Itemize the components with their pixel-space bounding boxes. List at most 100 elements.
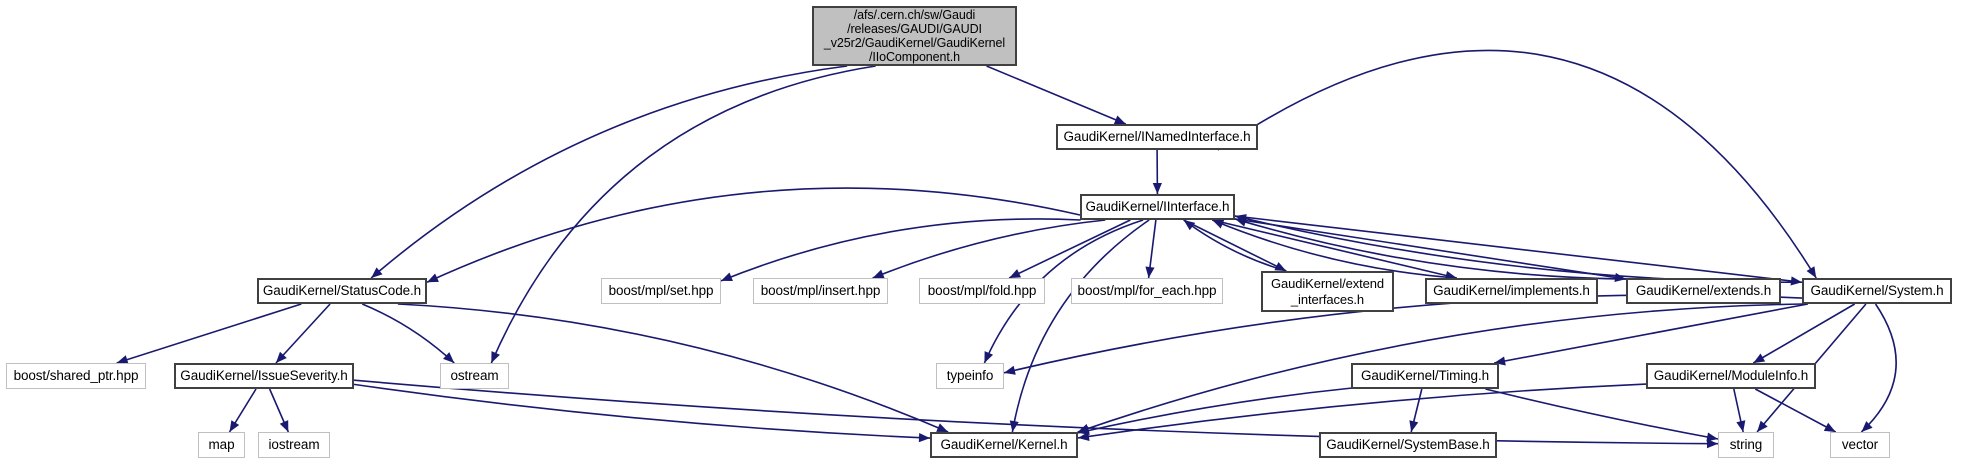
edge-arrowhead <box>371 267 383 278</box>
graph-edge-extendinterfaces-to-iinterface <box>1183 219 1287 272</box>
graph-node-label: GaudiKernel/System.h <box>1810 283 1944 299</box>
graph-node-systembase[interactable]: GaudiKernel/SystemBase.h <box>1319 432 1497 458</box>
graph-edge-statuscode-to-issueseverity <box>275 303 331 364</box>
edge-arrowhead <box>275 351 287 363</box>
edge-arrowhead <box>1823 422 1836 432</box>
graph-edge-system-to-kernel <box>1077 303 1804 433</box>
graph-node-label: GaudiKernel/extends.h <box>1635 283 1772 299</box>
edge-arrowhead <box>1113 115 1126 125</box>
edge-arrowhead <box>936 423 949 432</box>
graph-node-label: boost/mpl/fold.hpp <box>927 283 1037 299</box>
edge-arrowhead <box>116 355 129 365</box>
graph-edge-root-to-statuscode <box>370 65 848 279</box>
graph-node-label: GaudiKernel/INamedInterface.h <box>1063 129 1251 145</box>
graph-edge-moduleinfo-to-vector <box>1754 388 1837 433</box>
graph-node-extends[interactable]: GaudiKernel/extends.h <box>1626 278 1781 304</box>
edge-arrowhead <box>1614 272 1626 282</box>
edge-arrowhead <box>1706 439 1718 449</box>
edge-arrowhead <box>1706 432 1718 442</box>
edge-arrowhead <box>1009 420 1019 432</box>
graph-node-issueseverity[interactable]: GaudiKernel/IssueSeverity.h <box>174 363 354 389</box>
graph-node-label: map <box>208 437 235 453</box>
edge-arrowhead <box>1004 365 1016 375</box>
graph-node-label: typeinfo <box>946 368 994 384</box>
graph-node-iostream[interactable]: iostream <box>258 432 330 458</box>
graph-edge-issueseverity-to-kernel <box>353 383 931 439</box>
graph-node-ostream[interactable]: ostream <box>440 363 509 389</box>
graph-edge-statuscode-to-kernel <box>397 303 949 433</box>
graph-edge-system-to-moduleinfo <box>1752 303 1856 364</box>
graph-node-label: /afs/.cern.ch/sw/Gaudi /releases/GAUDI/G… <box>823 8 1006 64</box>
graph-edge-system-to-timing <box>1493 303 1809 364</box>
graph-node-moduleinfo[interactable]: GaudiKernel/ModuleInfo.h <box>1646 363 1816 389</box>
edge-group <box>116 49 1897 449</box>
graph-node-inamedinterface[interactable]: GaudiKernel/INamedInterface.h <box>1056 124 1258 150</box>
graph-node-label: iostream <box>268 437 320 453</box>
graph-node-label: GaudiKernel/implements.h <box>1433 283 1590 299</box>
edge-arrowhead <box>279 420 289 432</box>
graph-node-label: boost/mpl/set.hpp <box>608 283 714 299</box>
graph-node-iinterface[interactable]: GaudiKernel/IInterface.h <box>1080 194 1235 220</box>
edge-arrowhead <box>1009 269 1022 278</box>
edge-arrowhead <box>443 352 455 363</box>
graph-node-label: GaudiKernel/SystemBase.h <box>1326 437 1490 453</box>
graph-node-sharedptr[interactable]: boost/shared_ptr.hpp <box>6 363 146 389</box>
graph-node-vector[interactable]: vector <box>1830 432 1890 458</box>
graph-edge-iinterface-to-mplinsert <box>872 219 1106 279</box>
graph-node-mplforeach[interactable]: boost/mpl/for_each.hpp <box>1071 278 1223 304</box>
graph-node-system[interactable]: GaudiKernel/System.h <box>1802 278 1952 304</box>
graph-edge-inamedinterface-to-system <box>1217 49 1817 279</box>
graph-node-typeinfo[interactable]: typeinfo <box>936 363 1004 389</box>
edge-arrowhead <box>427 273 439 283</box>
edge-arrowhead <box>1145 266 1155 278</box>
graph-edge-root-to-ostream <box>490 65 876 364</box>
graph-node-root[interactable]: /afs/.cern.ch/sw/Gaudi /releases/GAUDI/G… <box>812 6 1017 66</box>
edge-arrowhead <box>229 420 240 432</box>
edge-arrowhead <box>1235 214 1247 224</box>
edge-arrowhead <box>1409 420 1419 432</box>
graph-edge-system-to-vector <box>1860 303 1897 433</box>
edge-arrowhead <box>1736 420 1746 432</box>
graph-edge-iinterface-to-typeinfo <box>983 219 1144 364</box>
edge-arrowhead <box>1078 431 1090 441</box>
graph-node-label: GaudiKernel/IInterface.h <box>1085 199 1230 215</box>
graph-node-kernel[interactable]: GaudiKernel/Kernel.h <box>930 432 1078 458</box>
graph-edge-extends-to-iinterface <box>1234 218 1627 280</box>
edge-arrowhead <box>721 272 733 281</box>
graph-edge-issueseverity-to-string <box>353 379 1719 445</box>
graph-edge-root-to-inamedinterface <box>986 65 1127 125</box>
graph-node-label: ostream <box>450 368 499 384</box>
graph-node-mplfold[interactable]: boost/mpl/fold.hpp <box>919 278 1045 304</box>
edge-arrowhead <box>1757 420 1768 432</box>
graph-edge-timing-to-kernel <box>1077 387 1352 434</box>
graph-node-label: GaudiKernel/ModuleInfo.h <box>1653 368 1809 384</box>
edge-arrowhead <box>872 269 885 279</box>
edge-arrowhead <box>1861 421 1873 432</box>
edge-arrowhead <box>984 351 994 363</box>
graph-node-string[interactable]: string <box>1718 432 1774 458</box>
graph-edge-system-to-typeinfo <box>1003 294 1803 374</box>
edge-arrowhead <box>1152 182 1162 194</box>
graph-node-label: GaudiKernel/IssueSeverity.h <box>180 368 348 384</box>
graph-node-mplinsert[interactable]: boost/mpl/insert.hpp <box>753 278 888 304</box>
graph-node-statuscode[interactable]: GaudiKernel/StatusCode.h <box>257 278 427 304</box>
graph-node-label: vector <box>1841 437 1879 453</box>
edge-arrowhead <box>1790 276 1802 286</box>
graph-edge-iinterface-to-mplset <box>720 218 1081 282</box>
graph-edge-iinterface-to-kernel <box>1011 219 1150 433</box>
graph-edge-iinterface-to-mplfold <box>1008 219 1131 279</box>
graph-node-implements[interactable]: GaudiKernel/implements.h <box>1425 278 1598 304</box>
graph-node-label: boost/shared_ptr.hpp <box>13 368 139 384</box>
edge-arrowhead <box>1753 353 1766 363</box>
graph-node-label: string <box>1729 437 1763 453</box>
graph-edge-iinterface-to-implements <box>1212 219 1457 279</box>
graph-node-map[interactable]: map <box>198 432 245 458</box>
graph-node-mplset[interactable]: boost/mpl/set.hpp <box>601 278 721 304</box>
graph-node-label: GaudiKernel/StatusCode.h <box>262 283 422 299</box>
edge-arrowhead <box>491 351 500 363</box>
graph-edge-implements-to-iinterface <box>1211 219 1457 279</box>
graph-node-timing[interactable]: GaudiKernel/Timing.h <box>1351 363 1499 389</box>
graph-node-extendinterfaces[interactable]: GaudiKernel/extend _interfaces.h <box>1261 271 1394 312</box>
graph-edge-statuscode-to-ostream <box>361 303 455 364</box>
